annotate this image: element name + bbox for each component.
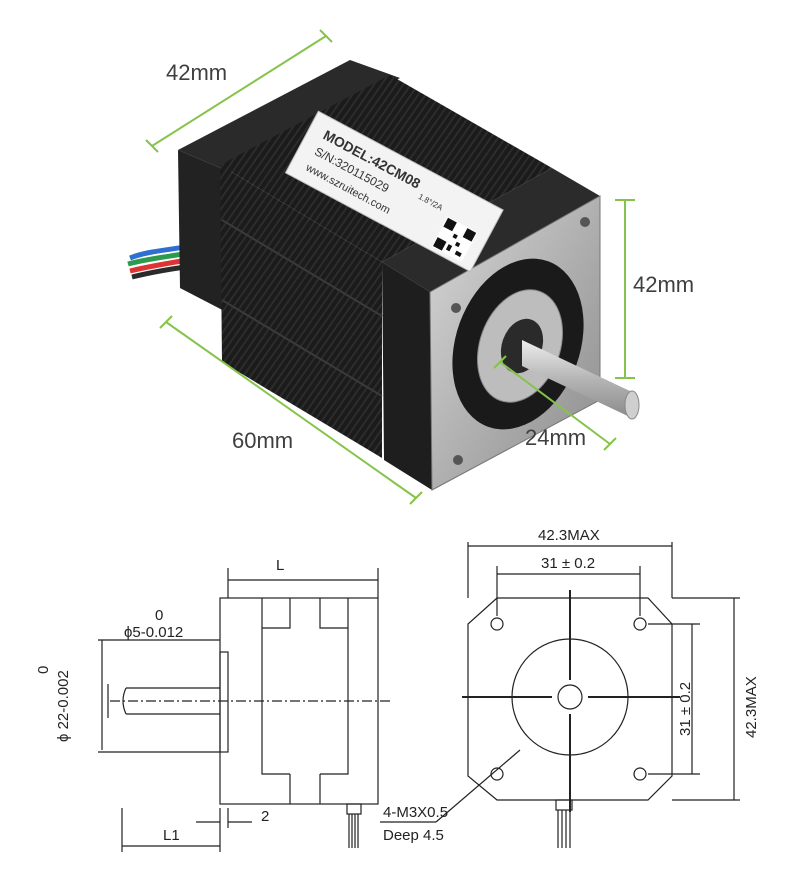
flange-hole [453,455,463,465]
flange-hole [580,217,590,227]
photo-dimension-lines [145,29,635,505]
thread-spec-label: 4-M3X0.5 [383,804,448,821]
dimension-shaft: 24mm [525,425,586,450]
motor-shaft [522,340,632,418]
depth-spec-label: Deep 4.5 [383,827,444,844]
hole-spacing-horizontal: 31 ± 0.2 [541,555,595,572]
rear-cap-top [178,60,400,172]
mount-hole [633,767,647,781]
mount-hole [490,767,504,781]
shaft-tolerance-top: 0 [155,607,163,624]
side-length-label: L [276,557,284,574]
front-shaft-hole [557,684,583,710]
dimension-height-front: 42mm [633,272,694,297]
dimension-width-top: 42mm [166,60,227,85]
front-max-top: 42.3MAX [538,527,600,544]
front-max-side: 42.3MAX [743,676,760,738]
boss-tolerance-top: 0 [35,666,52,674]
hole-spacing-vertical-group: 31 ± 0.2 [677,682,694,736]
shaft-diameter-label: ϕ5-0.012 [124,624,183,641]
flange-hole [451,303,461,313]
motor-body-side [220,165,382,458]
front-view-drawing [380,542,740,848]
mount-hole [490,617,504,631]
mount-hole [633,617,647,631]
dimension-length: 60mm [232,428,293,453]
front-flange-outline [467,597,673,801]
boss-diameter-group: 0 ϕ 22-0.002 [35,666,72,742]
motor-photo: MODEL:42CM08 S/N:320115029 www.szruitech… [127,29,694,505]
side-view-drawing [98,568,392,852]
hole-spacing-vertical: 31 ± 0.2 [677,682,694,736]
qr-code-icon [431,216,478,263]
offset-label: 2 [261,808,269,825]
rear-cap-side [178,150,232,315]
boss-diameter-label: ϕ 22-0.002 [55,670,72,742]
l1-label: L1 [163,827,180,844]
front-cap-side [382,262,432,490]
front-max-side-group: 42.3MAX [743,676,760,738]
